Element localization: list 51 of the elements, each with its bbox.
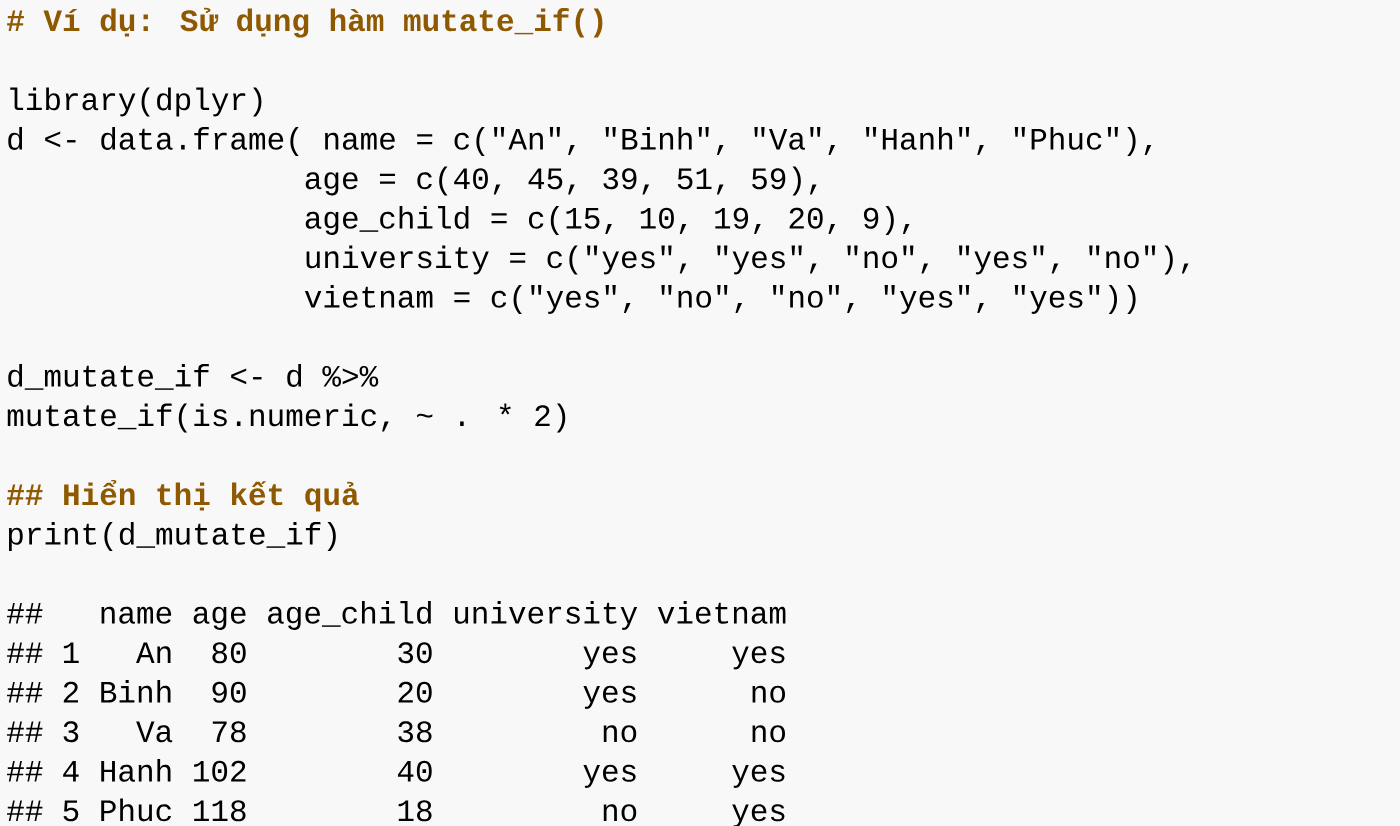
output-value: 18 (398, 800, 432, 822)
output-value: Binh (101, 680, 171, 703)
code-line: d_mutate_if <- d %>% (8, 364, 379, 390)
column-header: age (193, 606, 246, 630)
code-line: university = c("yes", "yes", "no", "yes", "no"), (306, 245, 1189, 275)
output-value: no (752, 725, 785, 743)
output-value: no (603, 804, 637, 822)
row-number: 2 (63, 681, 78, 703)
output-value: Phuc (101, 798, 171, 822)
code-line: age = c(40, 45, 39, 51, 59), (305, 166, 817, 196)
output-value: 20 (398, 681, 432, 703)
output-value: 102 (194, 760, 246, 782)
code-line: age_child = c(15, 10, 19, 20, 9), (305, 206, 910, 235)
output-marker: ## (7, 642, 43, 663)
output-value: 118 (194, 800, 246, 822)
row-number: 4 (63, 761, 79, 782)
row-number: 3 (63, 721, 79, 743)
output-value: yes (732, 646, 785, 670)
output-value: no (752, 685, 785, 703)
code-comment: # Ví dụ: Sử dụng hàm mutate_if() (7, 7, 603, 38)
output-value: 90 (212, 681, 246, 703)
output-value: 38 (398, 721, 432, 743)
output-marker: ## (7, 800, 43, 821)
output-marker: ## (7, 682, 43, 703)
code-line: library(dplyr) (10, 87, 262, 117)
row-number: 5 (63, 800, 79, 822)
output-value: yes (583, 646, 636, 670)
output-value: 80 (212, 642, 246, 664)
output-value: yes (583, 685, 636, 709)
output-value: yes (583, 764, 636, 788)
output-marker: ## (7, 603, 43, 624)
column-header: age_child (268, 601, 431, 630)
code-comment: ## Hiển thị kết quả (7, 479, 359, 512)
output-value: yes (732, 764, 785, 788)
code-line: print(d_mutate_if) (8, 522, 336, 551)
code-line: mutate_if(is.numeric, ~ . * 2) (7, 403, 566, 433)
code-line: vietnam = c("yes", "no", "no", "yes", "yes")) (304, 285, 1136, 314)
column-header: name (101, 606, 172, 624)
output-value: Hanh (101, 759, 171, 782)
output-value: 78 (212, 721, 246, 743)
output-marker: ## (7, 761, 43, 782)
code-line: d <- data.frame( name = c("An", "Binh", "Va", "Hanh", "Phuc"), (8, 127, 1152, 156)
row-number: 1 (63, 642, 79, 663)
output-marker: ## (7, 721, 43, 742)
output-value: Va (136, 721, 173, 743)
column-header: university (455, 601, 638, 630)
output-value: no (603, 725, 637, 743)
output-value: 30 (398, 642, 432, 664)
output-value: 40 (397, 760, 432, 782)
output-value: An (136, 642, 171, 663)
column-header: vietnam (657, 601, 786, 624)
